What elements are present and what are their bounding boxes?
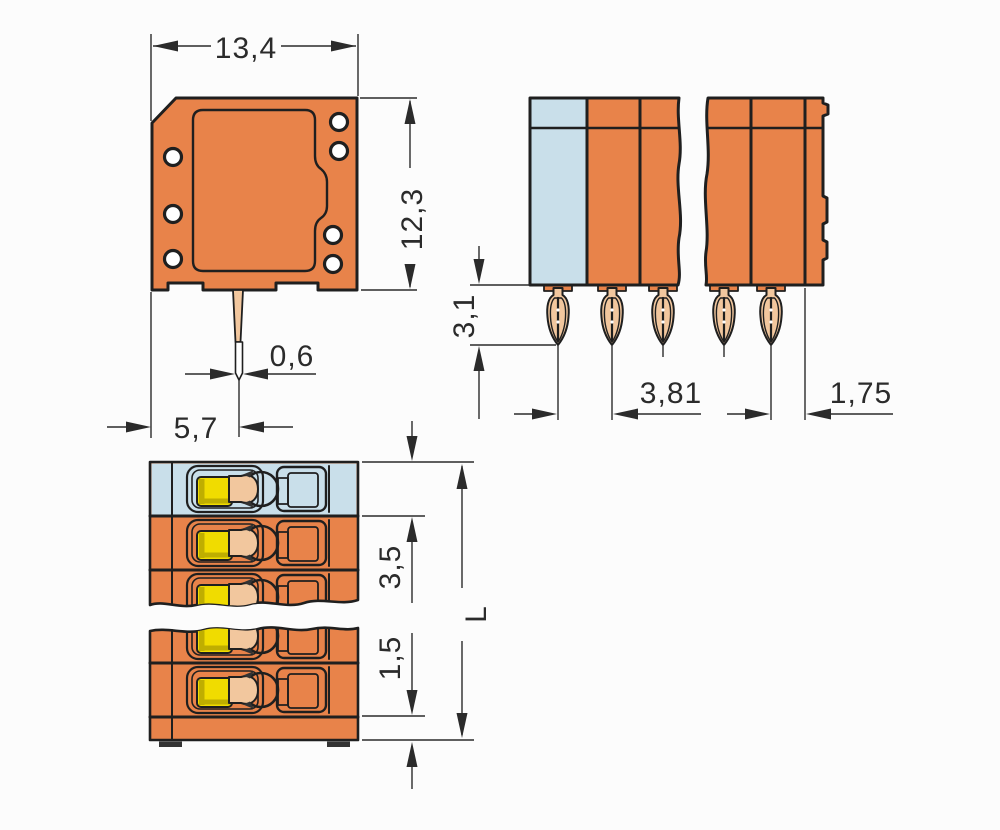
dim-pin-pitch: 3,81 — [514, 377, 702, 420]
dimensions: 13,4 12,3 0,6 5,7 3,1 — [107, 32, 893, 789]
top-view — [148, 460, 360, 747]
mounting-holes — [162, 111, 350, 275]
dim-label-pin-length: 3,1 — [448, 294, 481, 339]
dim-pole-width: 3,5 — [362, 421, 425, 603]
housing-front-right-section — [703, 96, 830, 287]
side-view — [150, 96, 359, 437]
front-view — [528, 96, 830, 420]
solder-pin-side — [232, 289, 244, 437]
hole — [328, 140, 350, 162]
hole — [322, 253, 344, 275]
dim-pin-length: 3,1 — [448, 246, 556, 419]
dim-label-pin-center-offset: 5,7 — [174, 412, 219, 445]
dim-body-width: 13,4 — [150, 32, 359, 121]
dim-pin-center-offset: 5,7 — [107, 292, 293, 445]
housing-inner-contour — [191, 108, 329, 273]
dim-label-pin-tip-width: 0,6 — [270, 340, 315, 373]
foot — [159, 741, 182, 747]
hole — [162, 146, 184, 168]
dim-label-body-width: 13,4 — [215, 32, 277, 65]
dim-total-length: L — [362, 461, 493, 741]
dim-end-offset: 1,75 — [727, 377, 893, 420]
hole — [328, 111, 350, 133]
hole — [162, 248, 184, 270]
dim-label-end-offset: 1,75 — [830, 377, 892, 410]
foot — [327, 741, 350, 747]
dim-label-pole-width: 3,5 — [374, 545, 407, 590]
dim-label-total-length: L — [460, 605, 493, 623]
dim-label-edge-margin: 1,5 — [374, 636, 407, 681]
hole — [162, 203, 184, 225]
dim-label-body-height: 12,3 — [396, 188, 429, 250]
hole — [322, 224, 344, 246]
dim-label-pin-pitch: 3,81 — [640, 377, 702, 410]
dim-body-height: 12,3 — [360, 97, 429, 291]
dim-pin-tip-width: 0,6 — [185, 340, 316, 380]
dim-edge-margin: 1,5 — [362, 633, 425, 789]
blue-marker-section — [531, 99, 586, 284]
solder-pins-front — [546, 286, 806, 420]
